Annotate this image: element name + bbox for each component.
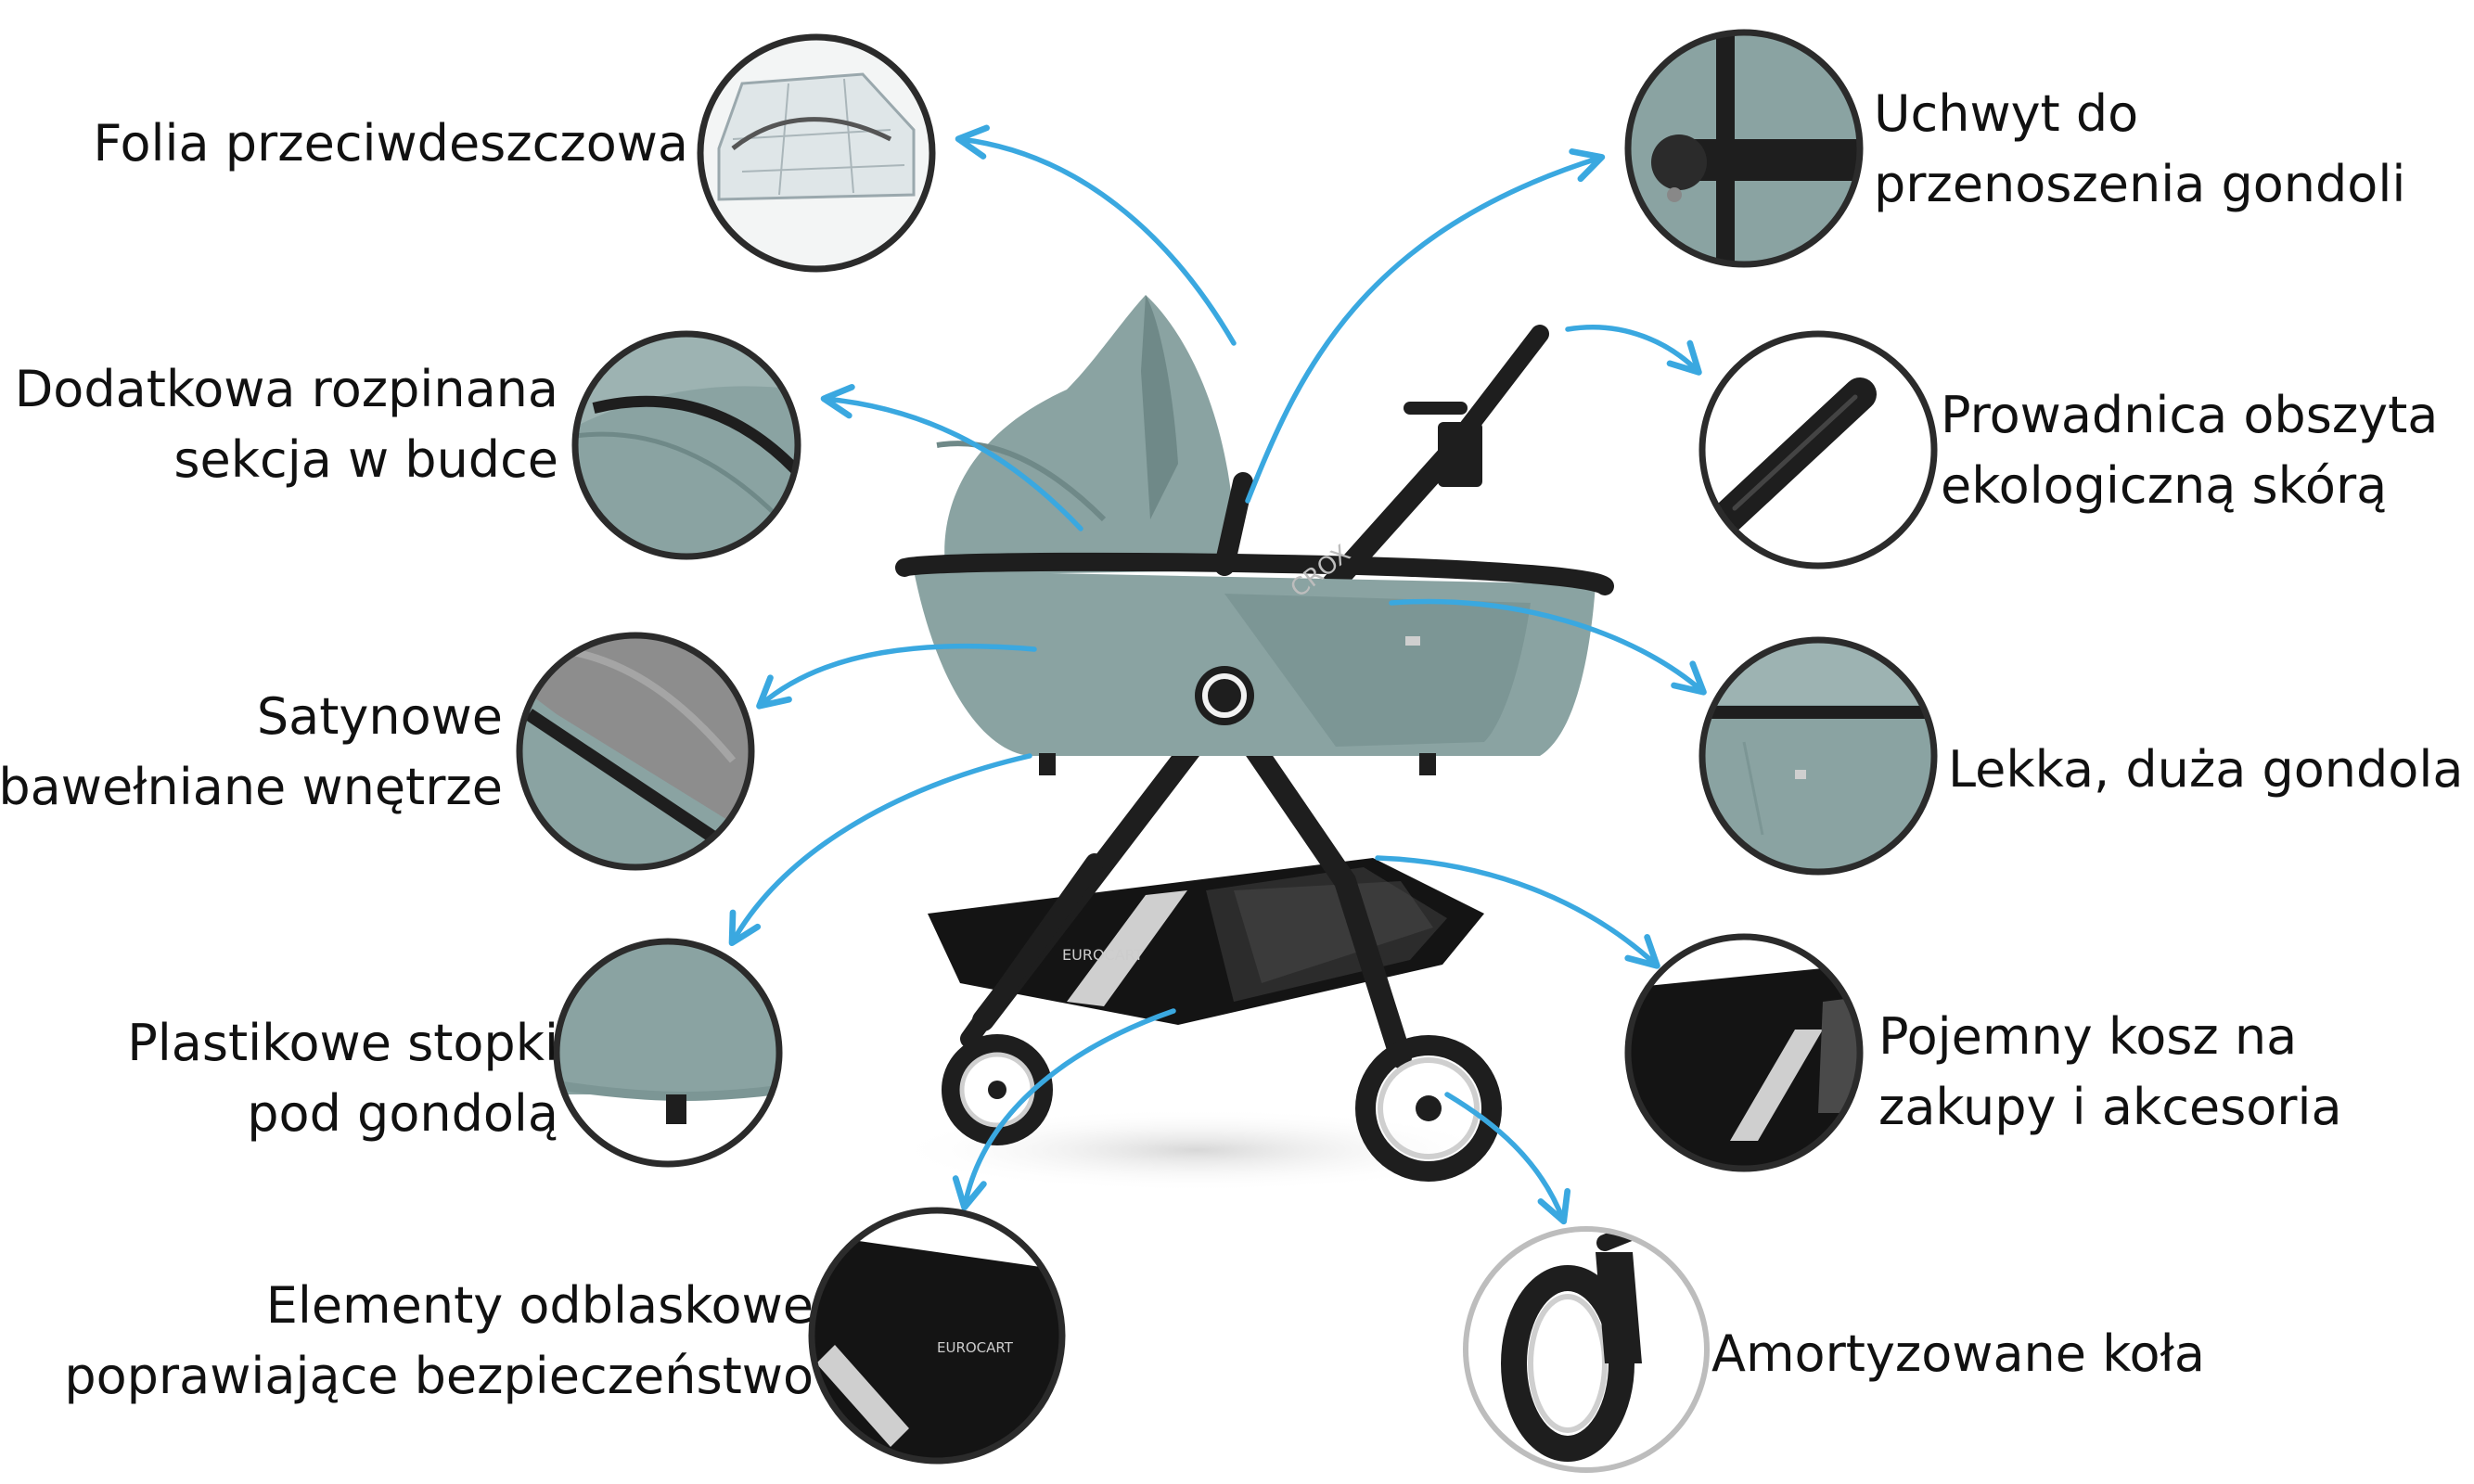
- label-rain-cover: Folia przeciwdeszczowa: [93, 109, 688, 179]
- carrycot: CROX: [895, 295, 1614, 775]
- detail-circle-rain-cover: [697, 33, 936, 273]
- detail-circle-plastic-feet: [553, 938, 783, 1168]
- label-basket-line-2: zakupy i akcesoria: [1878, 1078, 2342, 1136]
- arrow-wheels: [1444, 1092, 1571, 1225]
- folding-hinge: [1195, 666, 1254, 725]
- label-satin-interior-line-2: bawełniane wnętrze: [0, 758, 503, 816]
- arrow-rain-cover: [955, 124, 1237, 346]
- arrow-reflective: [952, 1008, 1176, 1211]
- label-handlebar-line-1: Prowadnica obszyta: [1941, 386, 2439, 444]
- arrow-carry-handle: [1245, 148, 1606, 504]
- cup-holder: [1438, 422, 1482, 487]
- label-plastic-feet-line-2: pod gondolą: [247, 1084, 558, 1143]
- arrow-carrycot: [1389, 598, 1707, 696]
- label-carry-handle: Uchwyt do przenoszenia gondoli: [1874, 79, 2405, 220]
- label-satin-interior-line-1: Satynowe: [256, 687, 503, 746]
- label-light-carrycot-line-1: Lekka, duża gondola: [1948, 740, 2464, 799]
- arrow-basket: [1375, 855, 1660, 969]
- basket-brand-text: EUROCART: [1062, 946, 1144, 964]
- detail-circle-satin-interior: [516, 632, 755, 871]
- label-reflective: Elementy odblaskowe poprawiające bezpiec…: [64, 1271, 814, 1412]
- arrow-canopy: [820, 383, 1083, 531]
- detail-circle-canopy-section: [571, 330, 801, 560]
- floor-shadow: [891, 1108, 1503, 1192]
- detail-circle-light-carrycot: [1698, 636, 1938, 876]
- label-wheels: Amortyzowane koła: [1711, 1319, 2205, 1389]
- reflective-strip: [1067, 890, 1187, 1006]
- stroller: EUROCART CROX: [891, 295, 1614, 1192]
- arrow-feet: [728, 753, 1032, 947]
- label-carry-handle-line-1: Uchwyt do: [1874, 84, 2139, 143]
- label-canopy-section-line-1: Dodatkowa rozpinana: [14, 360, 558, 418]
- detail-circle-wheels: [1463, 1226, 1710, 1473]
- label-plastic-feet-line-1: Plastikowe stopki: [127, 1014, 558, 1072]
- detail-circle-basket: [1624, 933, 1864, 1172]
- label-reflective-line-1: Elementy odblaskowe: [265, 1276, 814, 1335]
- label-wheels-line-1: Amortyzowane koła: [1711, 1324, 2205, 1383]
- label-canopy-section-line-2: sekcja w budce: [173, 430, 558, 489]
- label-basket-line-1: Pojemny kosz na: [1878, 1007, 2298, 1066]
- label-handlebar: Prowadnica obszyta ekologiczną skórą: [1941, 380, 2438, 521]
- arrow-satin: [756, 643, 1037, 710]
- reflective-circle-brand-text: EUROCART: [937, 1339, 1014, 1356]
- label-handlebar-line-2: ekologiczną skórą: [1941, 456, 2388, 515]
- label-carry-handle-line-2: przenoszenia gondoli: [1874, 155, 2406, 213]
- detail-circle-carry-handle: [1624, 29, 1864, 268]
- label-canopy-section: Dodatkowa rozpinana sekcja w budce: [15, 354, 558, 495]
- label-rain-cover-line-1: Folia przeciwdeszczowa: [93, 114, 688, 173]
- label-light-carrycot: Lekka, duża gondola: [1948, 735, 2463, 805]
- arrow-handlebar: [1565, 325, 1702, 376]
- callout-arrows: [728, 124, 1707, 1225]
- stroller-wheels: [942, 1034, 1502, 1182]
- detail-circle-handlebar: [1698, 330, 1938, 569]
- label-plastic-feet: Plastikowe stopki pod gondolą: [127, 1008, 558, 1149]
- detail-circle-reflective: EUROCART: [808, 1207, 1066, 1465]
- label-basket: Pojemny kosz na zakupy i akcesoria: [1878, 1002, 2342, 1143]
- label-reflective-line-2: poprawiające bezpieczeństwo: [64, 1347, 814, 1405]
- label-satin-interior: Satynowe bawełniane wnętrze: [0, 682, 503, 823]
